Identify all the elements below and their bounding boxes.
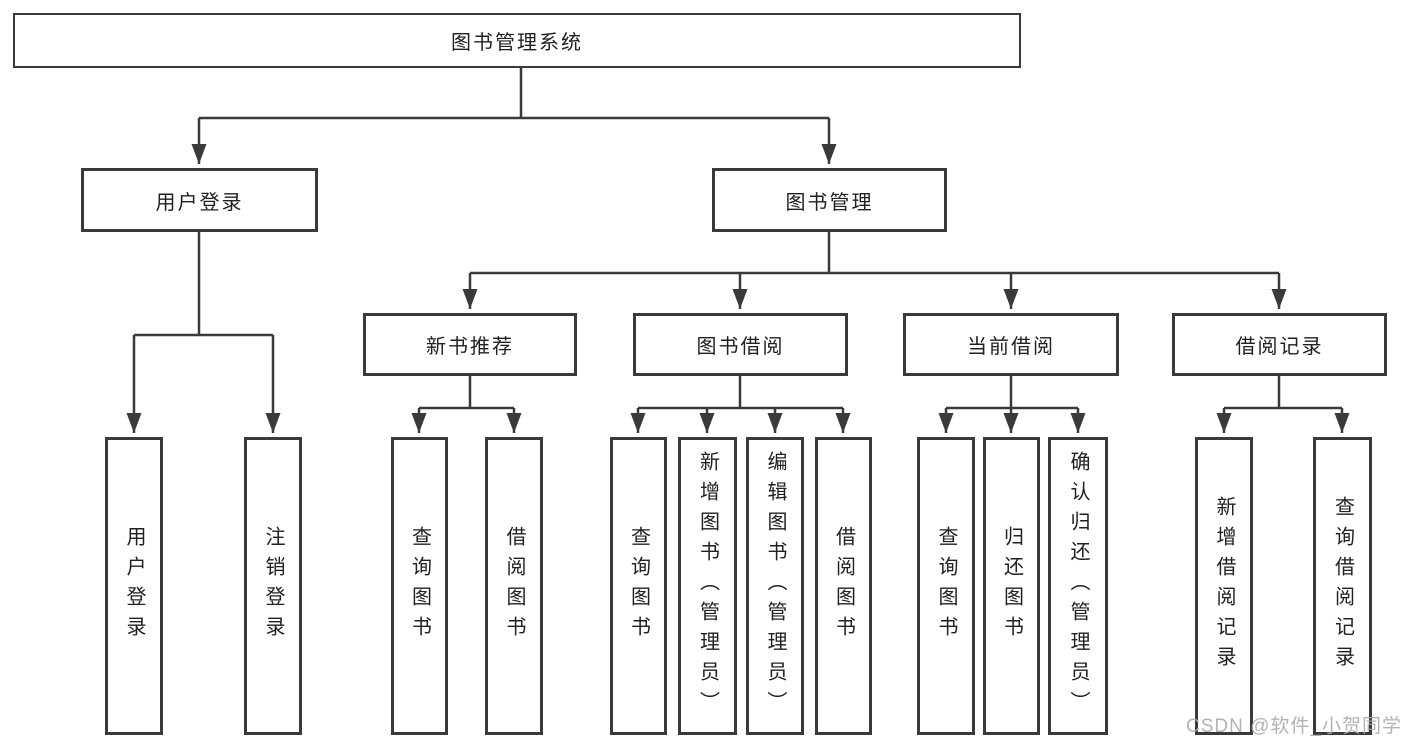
node-label: 借阅图书 xyxy=(503,526,525,646)
node-add-book-admin-leaf: 新增图书（管理员） xyxy=(678,437,737,735)
node-label: 用户登录 xyxy=(123,526,145,646)
node-label: 图书借阅 xyxy=(696,336,785,358)
node-label: 确认归还（管理员） xyxy=(1067,451,1089,721)
node-borrow-record: 借阅记录 xyxy=(1172,313,1387,376)
node-borrow-book-leaf: 借阅图书 xyxy=(815,437,872,735)
node-user-login-leaf: 用户登录 xyxy=(105,437,163,735)
node-label: 新增借阅记录 xyxy=(1213,496,1235,676)
node-current-borrow: 当前借阅 xyxy=(903,313,1119,376)
node-book-borrow: 图书借阅 xyxy=(633,313,848,376)
node-return-book-leaf: 归还图书 xyxy=(983,437,1040,735)
node-label: 编辑图书（管理员） xyxy=(764,451,786,721)
node-user-login-branch: 用户登录 xyxy=(81,168,318,232)
node-query-borrow-record-leaf: 查询借阅记录 xyxy=(1313,437,1372,735)
node-label: 当前借阅 xyxy=(967,336,1055,358)
node-label: 借阅记录 xyxy=(1235,336,1324,358)
node-label: 新增图书（管理员） xyxy=(696,451,719,721)
node-label: 注销登录 xyxy=(262,526,284,646)
node-query-book-leaf: 查询图书 xyxy=(391,437,448,735)
node-query-book-leaf: 查询图书 xyxy=(917,437,975,735)
node-borrow-book-leaf: 借阅图书 xyxy=(485,437,543,735)
node-edit-book-admin-leaf: 编辑图书（管理员） xyxy=(746,437,804,735)
node-new-book-recommend: 新书推荐 xyxy=(363,313,577,376)
node-label: 图书管理系统 xyxy=(451,32,583,54)
csdn-watermark: CSDN @软件_小贺同学 xyxy=(1186,716,1402,737)
node-book-management-branch: 图书管理 xyxy=(712,168,947,232)
node-label: 借阅图书 xyxy=(832,526,855,646)
node-add-borrow-record-leaf: 新增借阅记录 xyxy=(1195,437,1253,735)
node-confirm-return-admin-leaf: 确认归还（管理员） xyxy=(1048,437,1108,735)
node-label: 查询图书 xyxy=(627,526,650,646)
node-label: 图书管理 xyxy=(785,191,874,214)
node-label: 新书推荐 xyxy=(426,336,514,358)
node-logout-leaf: 注销登录 xyxy=(244,437,302,735)
node-label: 用户登录 xyxy=(155,191,244,214)
node-label: 查询图书 xyxy=(408,526,431,646)
node-query-book-leaf: 查询图书 xyxy=(610,437,667,735)
node-library-management-system: 图书管理系统 xyxy=(13,13,1021,68)
node-label: 查询图书 xyxy=(935,526,957,646)
node-label: 归还图书 xyxy=(1000,526,1023,646)
node-label: 查询借阅记录 xyxy=(1331,496,1354,676)
